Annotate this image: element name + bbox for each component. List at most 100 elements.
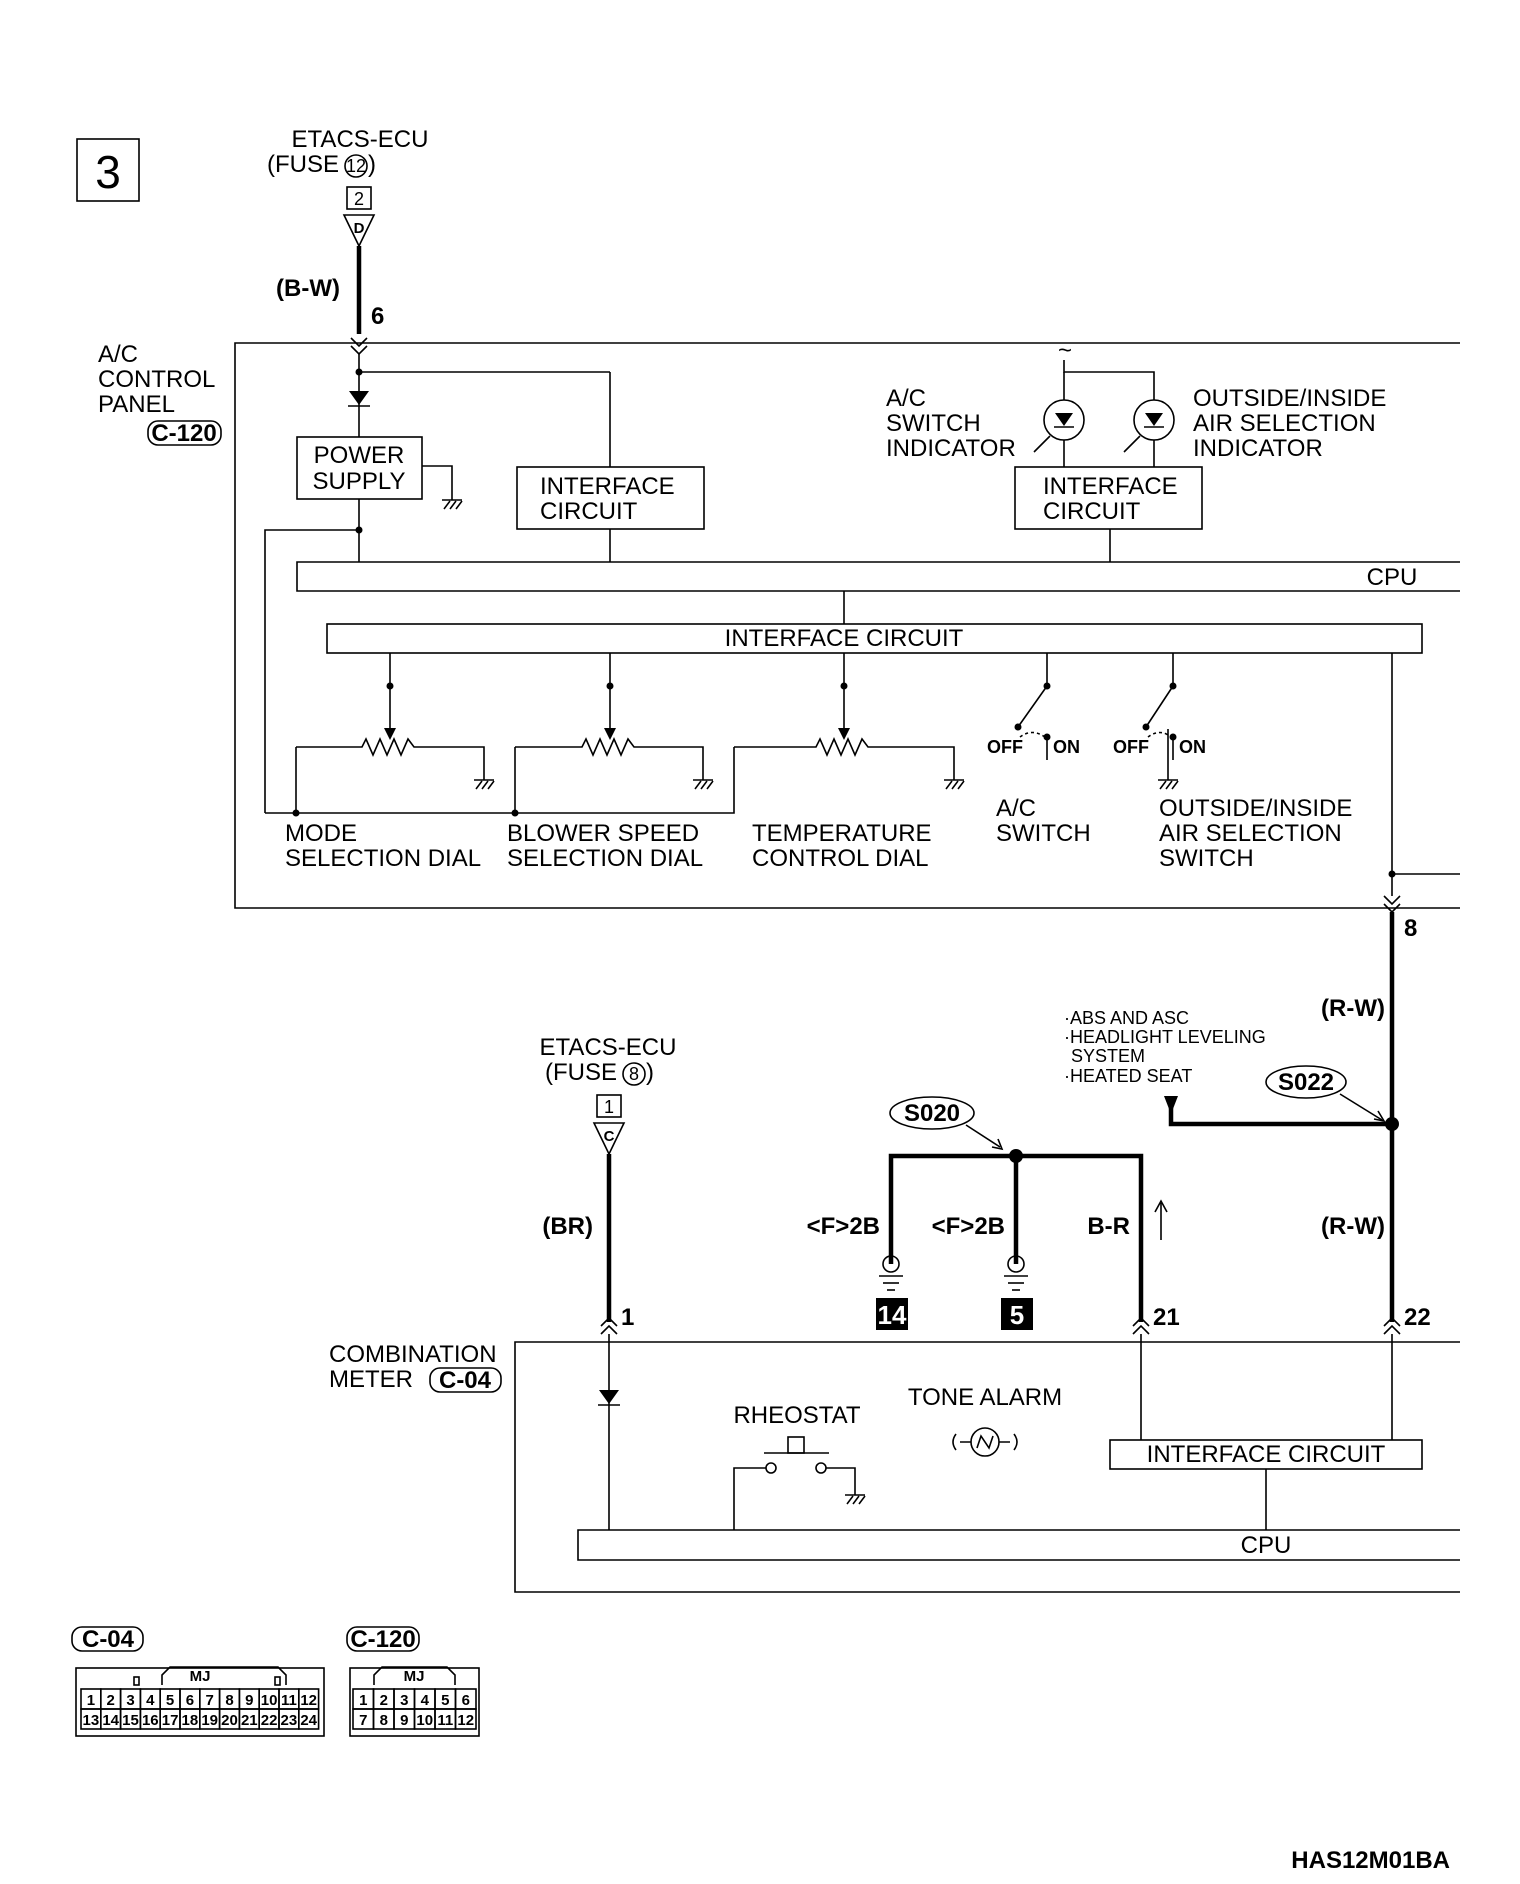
mid-fuse-label: (FUSE — [545, 1059, 617, 1086]
mid-fuse-number: 8 — [629, 1064, 639, 1084]
power-supply-line2: SUPPLY — [313, 468, 406, 495]
top-fuse-close: ) — [368, 151, 376, 178]
oi-switch-off: OFF — [1113, 737, 1149, 757]
oi-indicator-led — [1123, 399, 1175, 467]
oi-switch-symbol — [1142, 653, 1179, 790]
c04-pin-5: 5 — [166, 1692, 174, 1709]
ac-interface-wide-label: INTERFACE CIRCUIT — [725, 625, 964, 652]
meter-connector: C-04 — [439, 1367, 492, 1394]
top-connector-letter: D — [354, 220, 365, 237]
c04-pin-14: 14 — [102, 1712, 119, 1729]
top-connector-pin: 2 — [354, 189, 364, 209]
top-wire-color: (B-W) — [276, 275, 340, 302]
mode-dial-line1: MODE — [285, 820, 357, 847]
c04-pin-17: 17 — [162, 1712, 179, 1729]
c120-pin-3: 3 — [400, 1692, 408, 1709]
c04-pin-24: 24 — [300, 1712, 317, 1729]
c04-pin-20: 20 — [221, 1712, 238, 1729]
tone-alarm-icon — [952, 1427, 1018, 1457]
ac-switch-symbol — [1014, 653, 1051, 760]
temp-dial-line2: CONTROL DIAL — [752, 845, 928, 872]
svg-text:~: ~ — [1058, 337, 1072, 364]
c04-pin-16: 16 — [142, 1712, 159, 1729]
connector-c04-label: C-04 — [82, 1626, 135, 1653]
c120-pin-9: 9 — [400, 1712, 408, 1729]
top-etacs-name: ETACS-ECU — [292, 126, 429, 153]
ac-terminal-out: 8 — [1404, 915, 1417, 942]
c04-pin-22: 22 — [261, 1712, 278, 1729]
oi-indicator-line3: INDICATOR — [1193, 435, 1323, 462]
ac-indicator-line3: INDICATOR — [886, 435, 1016, 462]
c04-pin-21: 21 — [241, 1712, 258, 1729]
c120-pin-4: 4 — [421, 1692, 430, 1709]
mid-connector-letter: C — [604, 1128, 615, 1145]
c120-pin-12: 12 — [457, 1712, 474, 1729]
ground-left-number: 14 — [878, 1300, 907, 1330]
interface-left-line2: CIRCUIT — [540, 498, 638, 525]
top-fuse-label: (FUSE — [267, 151, 339, 178]
ac-control-panel: A/C CONTROL PANEL C-120 POWER SUPPLY INT… — [98, 337, 1460, 942]
c04-pin-6: 6 — [186, 1692, 194, 1709]
ground-mid-number: 5 — [1010, 1300, 1024, 1330]
ground-mid — [1004, 1255, 1028, 1291]
branch-note-1: ·ABS AND ASC — [1064, 1008, 1189, 1028]
meter-label-line1: COMBINATION — [329, 1341, 497, 1368]
c04-pin-9: 9 — [245, 1692, 253, 1709]
connector-c120-tag: MJ — [404, 1668, 425, 1685]
ground-left-label: <F>2B — [807, 1213, 880, 1240]
ground-left — [879, 1255, 903, 1291]
c120-pin-10: 10 — [416, 1712, 433, 1729]
branch-note-4: ·HEATED SEAT — [1064, 1066, 1192, 1086]
mid-connector-pin: 1 — [604, 1097, 614, 1117]
ac-switch-on: ON — [1053, 737, 1080, 757]
top-fuse-circle — [344, 154, 368, 178]
diagram-number-box: 3 — [76, 138, 140, 202]
blower-dial-line1: BLOWER SPEED — [507, 820, 699, 847]
mid-etacs-name: ETACS-ECU — [540, 1034, 677, 1061]
pin-cell — [454, 1708, 477, 1730]
splice-s022: S022 — [1265, 1065, 1386, 1123]
meter-label-line2: METER — [329, 1366, 413, 1393]
c04-pin-7: 7 — [206, 1692, 214, 1709]
c120-pin-5: 5 — [441, 1692, 449, 1709]
c04-pin-3: 3 — [126, 1692, 134, 1709]
blower-dial-pot — [514, 653, 714, 813]
oi-switch-line1: OUTSIDE/INSIDE — [1159, 795, 1352, 822]
top-etacs-source: ETACS-ECU (FUSE 12 ) 2 D (B-W) 6 — [267, 126, 429, 356]
c04-pin-4: 4 — [146, 1692, 155, 1709]
mode-dial-line2: SELECTION DIAL — [285, 845, 481, 872]
c04-pin-13: 13 — [83, 1712, 100, 1729]
c04-pin-1: 1 — [87, 1692, 95, 1709]
c04-pin-11: 11 — [281, 1692, 297, 1709]
rw-upper-label: (R-W) — [1321, 995, 1385, 1022]
blower-dial-line2: SELECTION DIAL — [507, 845, 703, 872]
c120-pin-1: 1 — [359, 1692, 367, 1709]
top-fuse-number: 12 — [346, 156, 366, 176]
footer-code: HAS12M01BA — [1291, 1847, 1450, 1874]
mid-etacs-source: ETACS-ECU (FUSE 8 ) 1 C (BR) — [540, 1034, 677, 1322]
combination-meter: COMBINATION METER C-04 RHEOSTAT TONE ALA… — [329, 1334, 1460, 1593]
splice-s020: S020 — [889, 1096, 1004, 1151]
meter-interface-label: INTERFACE CIRCUIT — [1147, 1441, 1386, 1468]
br-wire-label: B-R — [1087, 1213, 1130, 1240]
ac-panel-line1: A/C — [98, 341, 138, 368]
c04-pin-18: 18 — [182, 1712, 199, 1729]
c04-pin-2: 2 — [107, 1692, 115, 1709]
oi-indicator-line2: AIR SELECTION — [1193, 410, 1376, 437]
top-terminal: 6 — [371, 303, 384, 330]
c04-pin-15: 15 — [122, 1712, 139, 1729]
connector-c04-tag: MJ — [190, 1668, 211, 1685]
ac-switch-line2: SWITCH — [996, 820, 1091, 847]
interface-left-line1: INTERFACE — [540, 473, 675, 500]
meter-terminal-21: 21 — [1153, 1304, 1180, 1331]
temp-dial-line1: TEMPERATURE — [752, 820, 932, 847]
ac-indicator-line1: A/C — [886, 385, 926, 412]
interface-right-line1: INTERFACE — [1043, 473, 1178, 500]
ac-indicator-led — [1033, 399, 1085, 467]
splice-s020-label: S020 — [904, 1100, 960, 1127]
meter-cpu-label: CPU — [1241, 1532, 1292, 1559]
diagram-number: 3 — [95, 146, 121, 198]
